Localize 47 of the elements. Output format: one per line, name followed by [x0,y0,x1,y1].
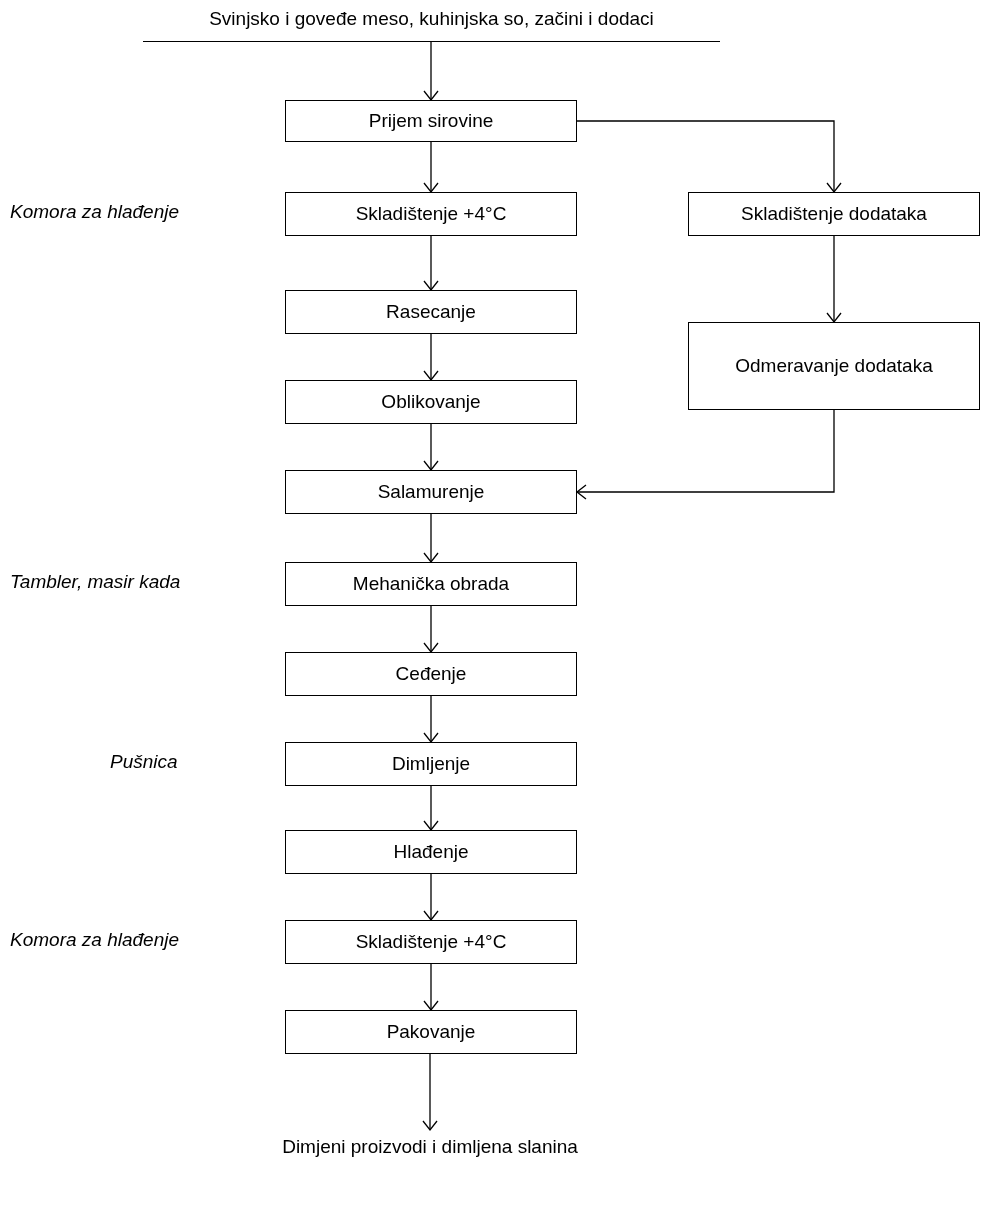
step-label: Mehanička obrada [352,572,510,597]
arrow [826,235,842,323]
process-box [285,470,577,514]
arrow [422,1053,438,1131]
process-box [285,380,577,424]
process-box [285,192,577,236]
step-label: Skladištenje +4°C [355,202,507,227]
step-label: Oblikovanje [381,390,481,415]
step-label: Rasecanje [386,300,476,325]
process-box [285,652,577,696]
step-label: Odmeravanje dodataka [735,354,933,379]
step-label: Pakovanje [386,1020,476,1045]
arrow [423,235,439,291]
step-label: Skladištenje +4°C [355,930,507,955]
arrow [576,120,842,193]
equipment-note: Komora za hlađenje [10,929,179,951]
arrow [423,605,439,653]
process-box [285,742,577,786]
process-box [285,100,577,142]
step-label: Salamurenje [377,480,485,505]
arrow [576,409,835,500]
process-box [688,322,980,410]
step-label: Skladištenje dodataka [741,202,927,227]
arrow [423,333,439,381]
equipment-note: Tambler, masir kada [10,571,181,593]
equipment-note: Komora za hlađenje [10,201,179,223]
step-label: Dimljenje [391,752,471,777]
arrow [423,873,439,921]
arrow [423,141,439,193]
process-box [285,920,577,964]
arrow [423,785,439,831]
arrow [423,513,439,563]
process-box [285,290,577,334]
input-text: Svinjsko i goveđe meso, kuhinjska so, začini i dodaci [143,6,720,42]
process-box [285,1010,577,1054]
arrow [423,963,439,1011]
arrow [423,423,439,471]
output-text: Dimjeni proizvodi i dimljena slanina [220,1130,640,1164]
process-box [688,192,980,236]
equipment-note: Pušnica [110,751,178,773]
process-box [285,830,577,874]
process-box [285,562,577,606]
step-label: Hlađenje [393,840,469,865]
arrow [423,695,439,743]
step-label: Ceđenje [395,662,467,687]
step-label: Prijem sirovine [368,109,494,134]
arrow [423,41,439,101]
